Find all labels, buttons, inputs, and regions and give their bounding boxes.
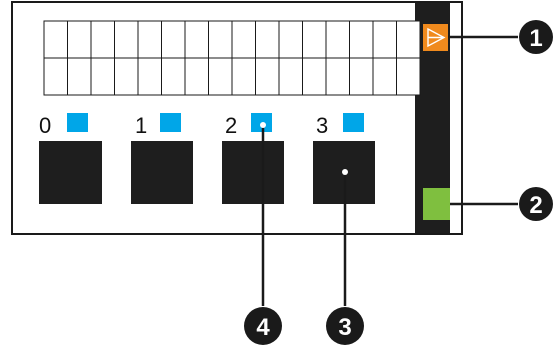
bottom-indicator[interactable] xyxy=(423,188,450,220)
display-cell xyxy=(278,20,303,59)
callout-3: 3 xyxy=(326,307,364,345)
display-cell xyxy=(161,20,186,59)
display-cell xyxy=(184,20,209,59)
display-cell xyxy=(114,57,139,96)
channel-label-0: 0 xyxy=(39,113,51,138)
display-cell xyxy=(90,57,115,96)
display-cell xyxy=(114,20,139,59)
callout-1: 1 xyxy=(519,20,553,54)
display-cell xyxy=(67,57,92,96)
display-cell xyxy=(184,57,209,96)
display-cell xyxy=(372,57,397,96)
channel-label-1: 1 xyxy=(135,113,147,138)
triangle-outline-icon xyxy=(427,27,446,48)
display-cell xyxy=(67,20,92,59)
display-cell xyxy=(278,57,303,96)
channel-indicator-3 xyxy=(343,113,364,132)
display-cell xyxy=(255,57,280,96)
callout-4: 4 xyxy=(244,307,282,345)
callout-4-number: 4 xyxy=(256,314,270,341)
display-cell xyxy=(396,57,421,96)
display-cell xyxy=(325,57,350,96)
display-cell xyxy=(137,57,162,96)
leader-dot-4 xyxy=(260,122,266,128)
channel-pad-1[interactable] xyxy=(131,141,193,204)
callout-1-number: 1 xyxy=(529,25,542,52)
display-cell xyxy=(43,20,68,59)
channel-pad-2[interactable] xyxy=(222,141,284,204)
channel-indicator-0 xyxy=(67,113,88,132)
display-cell xyxy=(255,20,280,59)
display-cell xyxy=(302,20,327,59)
channel-label-3: 3 xyxy=(316,113,328,138)
display-cell xyxy=(43,57,68,96)
display-cell xyxy=(372,20,397,59)
display-cell xyxy=(349,57,374,96)
leader-dot-3 xyxy=(342,169,348,175)
display-cell xyxy=(325,20,350,59)
callout-3-number: 3 xyxy=(338,314,351,341)
channel-group: 0 1 2 3 xyxy=(39,113,375,204)
display-cell xyxy=(396,20,421,59)
channel-pad-0[interactable] xyxy=(39,141,102,204)
display-cell xyxy=(208,57,233,96)
display-cell xyxy=(137,20,162,59)
display-cell xyxy=(90,20,115,59)
display-cell xyxy=(349,20,374,59)
callout-2-number: 2 xyxy=(529,192,542,219)
channel-label-2: 2 xyxy=(225,113,237,138)
display-grid xyxy=(43,20,421,96)
display-cell xyxy=(161,57,186,96)
callout-2: 2 xyxy=(519,187,553,221)
display-cell xyxy=(208,20,233,59)
display-cell xyxy=(231,57,256,96)
display-cell xyxy=(302,57,327,96)
channel-indicator-1 xyxy=(160,113,181,132)
display-cell xyxy=(231,20,256,59)
